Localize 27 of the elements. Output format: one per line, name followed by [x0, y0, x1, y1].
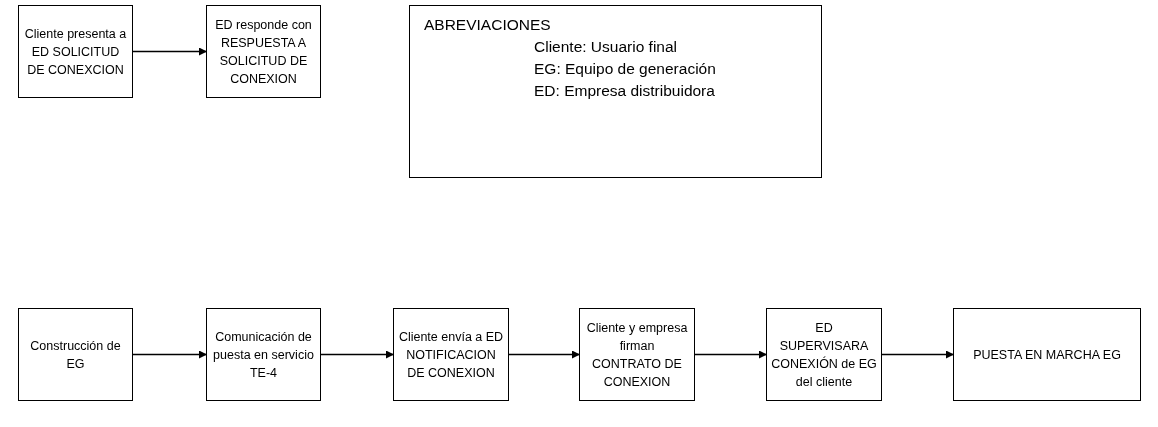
process-box — [579, 308, 695, 401]
step-text: Comunicación de puesta en servicio TE-4 — [212, 328, 315, 382]
abbreviation-text: Cliente: Usuario final — [533, 37, 678, 57]
step-text: Cliente y empresa firman CONTRATO DE CONEXION — [585, 319, 689, 391]
step-text: ED responde con RESPUESTA A SOLICITUD DE CONEXION — [214, 16, 313, 88]
process-box — [953, 308, 1141, 401]
process-box — [18, 5, 133, 98]
abbreviation-text: ED: Empresa distribuidora — [533, 81, 716, 101]
arrow — [694, 350, 767, 359]
abbreviations-box — [409, 5, 822, 178]
arrow — [881, 350, 954, 359]
step-text: PUESTA EN MARCHA EG — [973, 346, 1121, 364]
process-box — [18, 308, 133, 401]
arrow — [132, 350, 207, 359]
arrow — [320, 350, 394, 359]
abbreviation-text: EG: Equipo de generación — [533, 59, 717, 79]
step-text: Cliente envía a ED NOTIFICACION DE CONEXION — [398, 328, 504, 382]
process-box — [393, 308, 509, 401]
arrow — [508, 350, 580, 359]
arrow — [132, 47, 207, 56]
step-text: Cliente presenta a ED SOLICITUD DE CONEXCION — [23, 25, 128, 79]
step-text: Construcción de EG — [29, 337, 122, 373]
process-box — [766, 308, 882, 401]
step-text: ED SUPERVISARA CONEXIÓN de EG del cliente — [771, 319, 877, 391]
process-box — [206, 308, 321, 401]
box-heading: ABREVIACIONES — [424, 15, 552, 35]
process-box — [206, 5, 321, 98]
